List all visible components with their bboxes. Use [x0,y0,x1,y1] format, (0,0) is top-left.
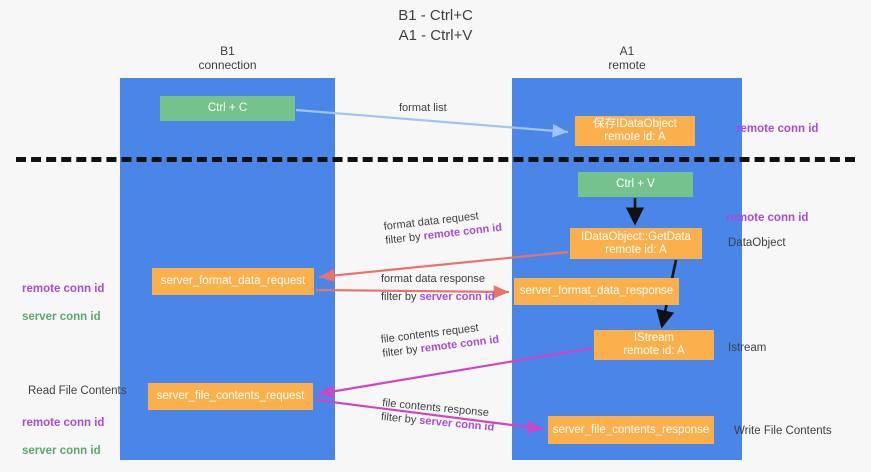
annotation-dataobject: DataObject [728,237,786,249]
node-save-idataobject[interactable]: 保存IDataObject remote id: A [575,116,695,146]
node-istream[interactable]: IStream remote id: A [594,330,714,360]
node-server-file-contents-request[interactable]: server_file_contents_request [148,383,313,410]
annotation-read-file-contents: Read File Contents [28,385,127,397]
annotation-left-conn-ids-bottom: remote conn id server conn id [22,402,104,472]
filter-prefix: filter by [384,230,425,247]
annotation-server-conn-id: server conn id [22,445,101,457]
annotation-server-conn-id: server conn id [22,311,101,323]
annotation-istream: Istream [728,342,767,354]
annotation-remote-conn-id: remote conn id [22,417,105,429]
diagram-title: B1 - Ctrl+C A1 - Ctrl+V [398,7,473,44]
node-idataobject-getdata[interactable]: IDataObject::GetData remote id: A [570,228,702,259]
edge-label-line2: filter by server conn id [381,290,495,304]
filter-prefix: filter by [380,410,420,427]
edge-label-line1: format data response [381,273,485,285]
annotation-remote-conn-id-top: remote conn id [736,123,819,135]
filter-prefix: filter by [381,291,420,303]
lane-header-a1: A1 remote [608,44,646,72]
edge-label-format-data-request: format data request filter by remote con… [383,207,503,248]
phase-separator-dashed-line [16,157,855,162]
node-server-format-data-request[interactable]: server_format_data_request [152,268,314,295]
annotation-remote-conn-id-mid: remote conn id [726,212,809,224]
annotation-write-file-contents: Write File Contents [734,425,832,437]
edge-label-file-contents-response: file contents response filter by server … [380,396,496,435]
annotation-remote-conn-id: remote conn id [22,283,105,295]
edge-label-format-list: format list [399,102,447,114]
edge-label-format-data-response: format data response filter by server co… [381,272,495,304]
edge-label-file-contents-request: file contents request filter by remote c… [380,319,500,361]
lane-header-b1: B1 connection [198,44,257,72]
annotation-left-conn-ids-top: remote conn id server conn id [22,268,104,338]
node-ctrl-v[interactable]: Ctrl + V [578,172,693,197]
node-server-file-contents-response[interactable]: server_file_contents_response [548,416,714,444]
node-ctrl-c[interactable]: Ctrl + C [160,96,295,121]
node-server-format-data-response[interactable]: server_format_data_response [514,278,679,305]
filter-prefix: filter by [381,343,422,360]
filter-key-server-conn-id: server conn id [419,291,495,303]
